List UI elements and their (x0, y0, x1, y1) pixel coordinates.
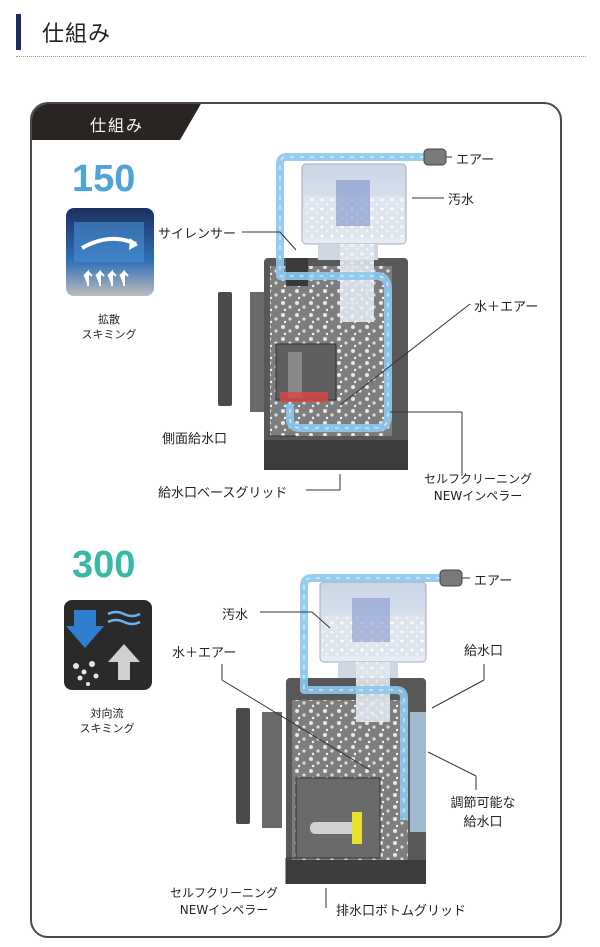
label-self-cleaning-line1-150: セルフクリーニング (423, 472, 532, 486)
label-adjustable-inlet-300: 調節可能な 給水口 (446, 792, 520, 830)
label-self-cleaning-line2-300: NEWインペラー (179, 903, 269, 917)
label-side-inlet-150: 側面給水口 (162, 432, 228, 447)
mode-line1-150: 拡散 (98, 313, 120, 326)
mode-line2-150: スキミング (81, 328, 137, 341)
page-header: 仕組み (0, 0, 600, 60)
model-number-300: 300 (72, 544, 136, 586)
label-self-cleaning-line2-150: NEWインペラー (433, 489, 523, 503)
pump-150 (275, 343, 337, 401)
diffusion-icon (66, 208, 154, 296)
label-water-air-150: 水＋エアー (474, 300, 539, 315)
air-valve-150 (423, 148, 447, 166)
label-drain-bottom-grid-300: 排水口ボトムグリッド (336, 904, 467, 919)
model-number-150: 150 (72, 158, 136, 200)
counterflow-icon (64, 600, 152, 690)
header-divider (16, 56, 586, 57)
label-air-300: エアー (474, 574, 513, 589)
label-self-cleaning-150: セルフクリーニング NEWインペラー (420, 470, 536, 504)
page-title: 仕組み (42, 22, 112, 47)
mode-caption-300: 対向流 スキミング (52, 706, 162, 736)
label-self-cleaning-300: セルフクリーニング NEWインペラー (164, 884, 284, 918)
inlet-pipe-300 (410, 712, 426, 832)
panel-tab-label: 仕組み (90, 116, 145, 135)
mode-caption-150: 拡散 スキミング (54, 312, 164, 342)
label-silencer-150: サイレンサー (158, 227, 237, 242)
label-dirty-water-150: 汚水 (448, 193, 475, 208)
diagram-300 (221, 569, 485, 908)
mode-line1-300: 対向流 (90, 707, 124, 720)
panel-tab (32, 104, 201, 140)
air-valve-300 (439, 569, 463, 587)
label-adjustable-line2-300: 給水口 (463, 815, 503, 830)
mode-line2-300: スキミング (79, 722, 135, 735)
header-accent-bar (16, 14, 21, 50)
label-self-cleaning-line1-300: セルフクリーニング (169, 886, 278, 900)
diagram-150 (218, 148, 471, 491)
pump-300 (295, 777, 381, 859)
label-inlet-base-grid-150: 給水口ベースグリッド (158, 486, 288, 501)
side-panel-150 (218, 292, 232, 406)
label-air-150: エアー (456, 153, 495, 168)
label-water-air-300: 水＋エアー (172, 646, 237, 661)
label-inlet-300: 給水口 (464, 644, 504, 659)
label-adjustable-line1-300: 調節可能な (450, 796, 516, 811)
side-panel-300 (236, 708, 250, 824)
label-dirty-water-300: 汚水 (222, 608, 249, 623)
